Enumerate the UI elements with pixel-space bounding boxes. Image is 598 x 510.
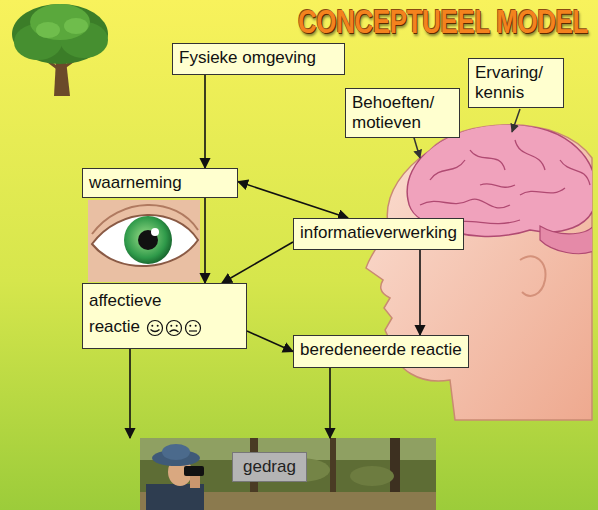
head-illustration <box>366 124 596 420</box>
diagram-title: CONCEPTUEEL MODEL <box>298 2 588 40</box>
behaviour-label: gedrag <box>232 452 307 482</box>
box-label: waarneming <box>89 173 231 193</box>
photo-illustration <box>140 438 436 510</box>
process-box: informatieverwerking <box>293 218 464 250</box>
title-wrap: CONCEPTUEEL MODEL <box>298 2 588 41</box>
flow-arrow <box>238 182 348 219</box>
box-label: Behoeften/ motieven <box>352 93 453 133</box>
flow-arrow <box>419 250 421 335</box>
flow-arrow <box>204 75 206 168</box>
process-box: Fysieke omgeving <box>172 43 345 75</box>
input-box: Behoeften/ motieven <box>345 88 460 138</box>
flow-arrow <box>204 198 206 283</box>
behaviour-photo-box: gedrag <box>140 438 436 510</box>
box-label: Ervaring/ kennis <box>475 63 557 103</box>
smiley-symbols <box>146 319 204 337</box>
box-label: Fysieke omgeving <box>179 48 338 68</box>
flow-arrow <box>129 349 131 438</box>
flow-arrow <box>329 368 331 438</box>
process-box: waarneming <box>82 168 238 198</box>
process-box: beredeneerde reactie <box>293 335 469 368</box>
flow-arrow <box>247 331 293 352</box>
tree-illustration <box>12 4 108 96</box>
box-label: affectieve reactie <box>89 288 199 340</box>
input-box: Ervaring/ kennis <box>468 58 564 108</box>
leader-arrow <box>512 109 520 132</box>
flow-arrow <box>222 242 293 283</box>
box-label: informatieverwerking <box>300 223 457 243</box>
box-label: beredeneerde reactie <box>300 340 462 360</box>
process-box: affectieve reactie <box>82 283 247 349</box>
eye-illustration <box>88 200 200 282</box>
